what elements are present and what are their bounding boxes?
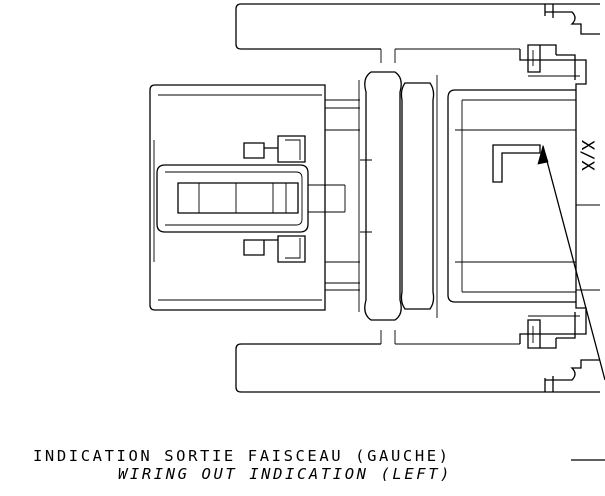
- top-flange: [235, 3, 600, 63]
- wiring-mark-label: X/X: [577, 140, 597, 171]
- plug-cavity: [156, 164, 346, 233]
- receptacle-latches: [527, 44, 580, 349]
- receptacle-housing: [447, 49, 600, 344]
- caption-french: INDICATION SORTIE FAISCEAU (GAUCHE): [33, 447, 451, 465]
- seal-collar: [358, 71, 438, 321]
- plug-body: [149, 84, 360, 311]
- plug-latches: [243, 135, 306, 263]
- leader-arrow: [537, 144, 605, 381]
- caption-english: WIRING OUT INDICATION (LEFT): [118, 465, 453, 483]
- bottom-flange: [235, 330, 600, 393]
